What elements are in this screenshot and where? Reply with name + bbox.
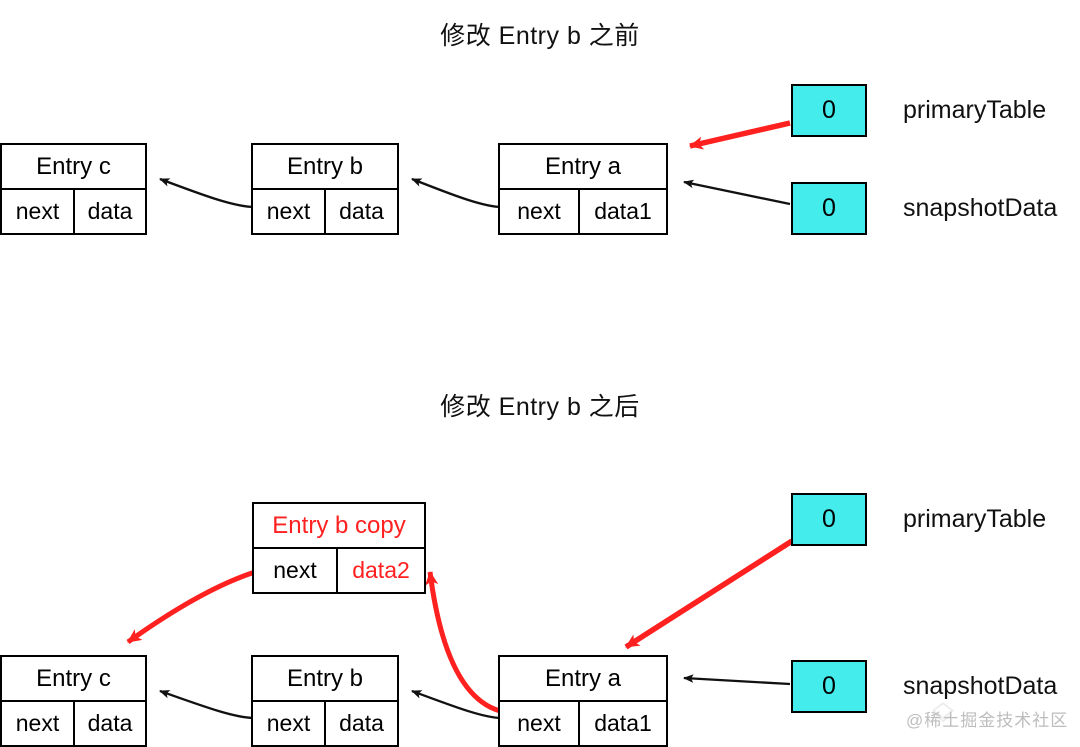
pointer-label-primarytable-after: primaryTable: [903, 505, 1047, 533]
pointer-label-primarytable-before: primaryTable: [903, 96, 1047, 124]
connector-bcopy-to-c-bottom: [126, 569, 256, 645]
node-entry-b-copy-after: Entry b copy next data2: [252, 502, 426, 594]
node-body: next data: [253, 702, 397, 745]
connector-primarytable-to-a-bottom: [624, 538, 794, 650]
section-title-after: 修改 Entry b 之后: [440, 393, 640, 421]
node-cell-data: data1: [594, 710, 652, 736]
node-cell-next: next: [500, 702, 580, 745]
connector-b-to-c-bottom: [159, 689, 256, 720]
node-entry-c-before: Entry c next data: [0, 143, 147, 235]
connector-a-to-b-top: [411, 177, 503, 209]
node-head-label: Entry a: [500, 657, 666, 702]
pointer-box-snapshotdata-before[interactable]: 0: [791, 182, 867, 235]
node-body: next data2: [254, 549, 424, 592]
node-body: next data: [2, 190, 145, 233]
node-entry-c-after: Entry c next data: [0, 655, 147, 747]
node-cell-next: next: [254, 549, 338, 592]
watermark-text: @稀土掘金技术社区: [906, 711, 1069, 730]
node-entry-b-after: Entry b next data: [251, 655, 399, 747]
node-body: next data: [253, 190, 397, 233]
pointer-box-primarytable-before[interactable]: 0: [791, 84, 867, 137]
node-head-label: Entry b copy: [254, 504, 424, 549]
node-entry-b-before: Entry b next data: [251, 143, 399, 235]
node-cell-data: data: [339, 710, 384, 736]
node-body: next data1: [500, 702, 666, 745]
node-body: next data: [2, 702, 145, 745]
node-cell-data: data: [87, 198, 133, 224]
pointer-label-snapshotdata-after: snapshotData: [903, 672, 1058, 700]
node-cell-next: next: [253, 702, 326, 745]
node-cell-next: next: [253, 190, 326, 233]
watermark-logo-icon: [931, 702, 955, 723]
connector-a-to-bcopy-bottom: [425, 571, 501, 714]
node-cell-next: next: [2, 702, 75, 745]
node-head-label: Entry c: [2, 657, 145, 702]
pointer-box-snapshotdata-after[interactable]: 0: [791, 660, 867, 713]
node-cell-next: next: [2, 190, 75, 233]
node-head-label: Entry c: [2, 145, 145, 190]
node-head-label: Entry b: [253, 657, 397, 702]
node-cell-data: data: [339, 198, 384, 224]
section-title-before: 修改 Entry b 之前: [440, 22, 640, 50]
node-entry-a-before: Entry a next data1: [498, 143, 668, 235]
pointer-label-snapshotdata-before: snapshotData: [903, 194, 1058, 222]
connector-b-to-c-top: [159, 177, 256, 209]
node-body: next data1: [500, 190, 666, 233]
pointer-box-primarytable-after[interactable]: 0: [791, 493, 867, 546]
node-entry-a-after: Entry a next data1: [498, 655, 668, 747]
node-head-label: Entry a: [500, 145, 666, 190]
connector-snapshotdata-to-a-top: [683, 179, 791, 206]
node-cell-data: data: [87, 710, 133, 736]
connector-primarytable-to-a-top: [689, 120, 791, 150]
connector-snapshotdata-to-a-bottom: [683, 674, 791, 686]
node-cell-data: data1: [594, 198, 652, 224]
node-cell-data: data2: [352, 557, 410, 583]
node-cell-next: next: [500, 190, 580, 233]
node-head-label: Entry b: [253, 145, 397, 190]
connector-a-to-b-bottom: [411, 689, 503, 720]
